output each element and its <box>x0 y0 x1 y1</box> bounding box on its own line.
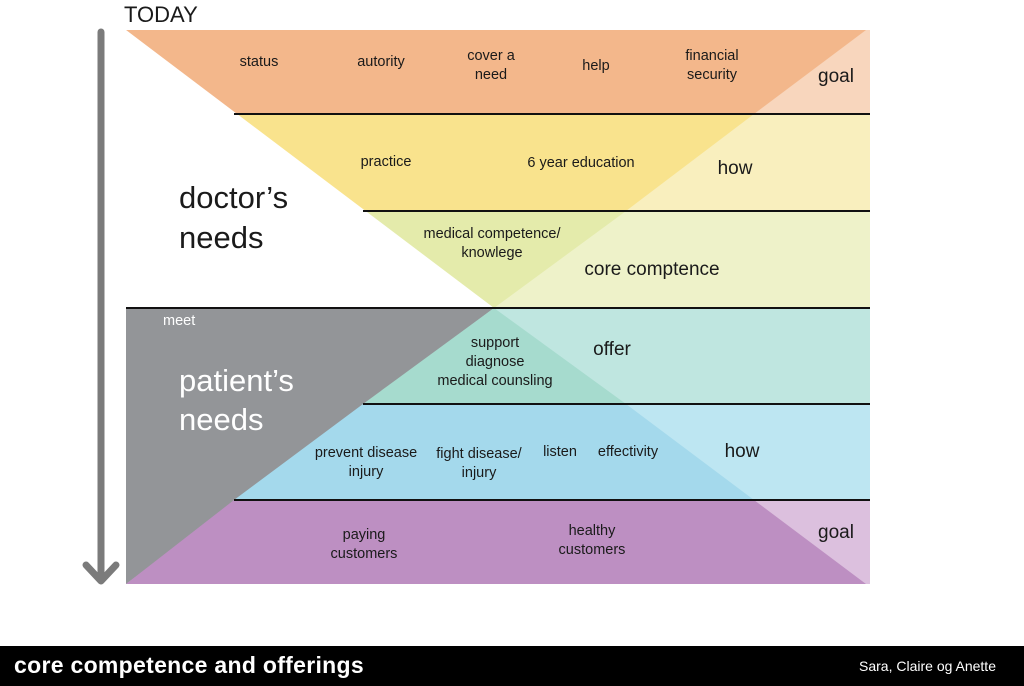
text-line: needs <box>179 220 263 255</box>
text-line: cover a <box>467 48 515 64</box>
text-line: financial <box>685 48 738 64</box>
text-line: needs <box>179 402 263 437</box>
goal-item-authority: autority <box>357 54 405 70</box>
text-line: customers <box>331 546 398 562</box>
how-bottom-item-effectivity: effectivity <box>598 444 659 460</box>
text-line: listen <box>543 444 577 460</box>
text-line: security <box>687 67 738 83</box>
goal-top-side-label: goal <box>818 66 854 87</box>
core-side-label: core comptence <box>584 259 719 280</box>
triangle-offer <box>363 308 626 404</box>
how-bottom-side-label: how <box>725 441 760 462</box>
triangle-how-bottom <box>234 404 754 500</box>
goal-bottom-side-label: goal <box>818 522 854 543</box>
text-line: paying <box>343 527 386 543</box>
text-line: prevent disease <box>315 445 417 461</box>
text-line: practice <box>361 154 412 170</box>
footer-credit: Sara, Claire og Anette <box>859 658 996 674</box>
text-line: patient’s <box>179 363 294 398</box>
goal-item-cover-need: cover a need <box>467 48 515 83</box>
text-line: medical counsling <box>437 373 552 389</box>
goal-item-financial-security: financial security <box>685 48 738 83</box>
offer-side-label: offer <box>593 339 631 360</box>
text-line: need <box>475 67 507 83</box>
timeline-arrow <box>82 28 120 585</box>
text-line: fight disease/ <box>436 446 522 462</box>
goal-item-help: help <box>582 58 609 74</box>
triangle-core <box>363 211 626 308</box>
how-bottom-item-fight: fight disease/injury <box>436 446 522 481</box>
text-line: injury <box>349 464 384 480</box>
how-item-practice: practice <box>361 154 412 170</box>
how-bottom-item-prevent: prevent disease injury <box>315 445 417 480</box>
how-top-side-label: how <box>718 158 753 179</box>
text-line: injury <box>462 465 497 481</box>
text-line: autority <box>357 54 405 70</box>
offer-item-support: support diagnose medical counsling <box>437 335 552 389</box>
patient-needs-label: patient’s needs <box>179 363 294 437</box>
text-line: status <box>240 54 279 70</box>
meet-label: meet <box>163 313 195 329</box>
core-item-medical-competence: medical competence/knowlege <box>423 226 561 261</box>
triangle-goal-top <box>126 30 866 114</box>
text-line: customers <box>559 542 626 558</box>
text-line: doctor’s <box>179 180 288 215</box>
goal-bottom-item-healthy: healthy customers <box>559 523 626 558</box>
text-line: help <box>582 58 609 74</box>
text-line: 6 year education <box>527 155 634 171</box>
footer-bar: core competence and offerings Sara, Clai… <box>0 646 1024 686</box>
text-line: healthy <box>569 523 617 539</box>
footer-title: core competence and offerings <box>14 652 364 678</box>
how-item-education: 6 year education <box>527 155 634 171</box>
doctor-needs-label: doctor’s needs <box>179 180 288 255</box>
today-label: TODAY <box>124 2 198 27</box>
how-bottom-item-listen: listen <box>543 444 577 460</box>
text-line: knowlege <box>461 245 522 261</box>
text-line: support <box>471 335 519 351</box>
triangle-how-top <box>234 114 754 211</box>
core-competence-diagram: TODAY status autority cover a need help f… <box>82 2 870 585</box>
goal-bottom-item-paying: paying customers <box>331 527 398 562</box>
text-line: diagnose <box>466 354 525 370</box>
text-line: medical competence/ <box>423 226 561 242</box>
doctor-needs-wedge <box>126 30 494 308</box>
text-line: effectivity <box>598 444 659 460</box>
triangle-goal-bottom <box>126 500 866 584</box>
goal-item-status: status <box>240 54 279 70</box>
